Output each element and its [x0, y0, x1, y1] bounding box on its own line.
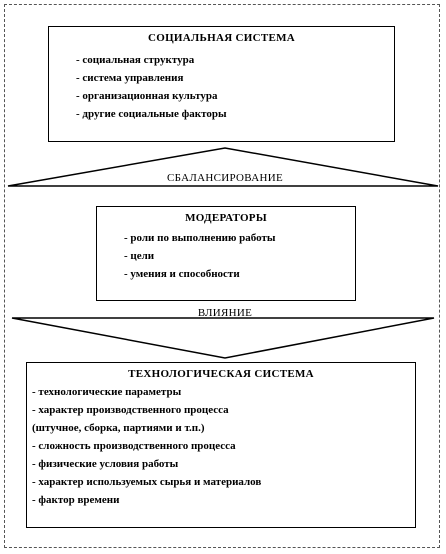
list-item: - сложность производственного процесса — [32, 440, 236, 452]
moderators-items: - роли по выполнению работы - цели - умени… — [124, 229, 276, 283]
social-system-title: СОЦИАЛЬНАЯ СИСТЕМА — [147, 32, 296, 44]
technological-system-title: ТЕХНОЛОГИЧЕСКАЯ СИСТЕМА — [128, 368, 314, 380]
list-item: - система управления — [76, 72, 184, 84]
outer-frame — [4, 4, 440, 548]
social-system-items: - социальная структура - система управлен… — [76, 51, 227, 123]
technological-system-items: - технологические параметры - характер пр… — [32, 383, 261, 509]
list-item: - физические условия работы — [32, 458, 179, 470]
list-item: (штучное, сборка, партиями и т.п.) — [32, 422, 205, 434]
influence-arrow-down — [11, 317, 435, 359]
list-item: - характер используемых сырья и материал… — [32, 476, 262, 488]
list-item: - технологические параметры — [32, 386, 182, 398]
list-item: - социальная структура — [76, 54, 195, 66]
list-item: - характер производственного процесса — [32, 404, 229, 416]
moderators-title: МОДЕРАТОРЫ — [185, 212, 267, 224]
list-item: - цели — [124, 250, 155, 262]
social-system-box: СОЦИАЛЬНАЯ СИСТЕМА - социальная структур… — [48, 26, 395, 142]
balancing-label: СБАЛАНСИРОВАНИЕ — [167, 172, 283, 184]
influence-label: ВЛИЯНИЕ — [197, 307, 253, 319]
list-item: - роли по выполнению работы — [124, 232, 276, 244]
moderators-box: МОДЕРАТОРЫ - роли по выполнению работы- … — [96, 206, 356, 301]
list-item: - фактор времени — [32, 494, 120, 506]
list-item: - другие социальные факторы — [76, 108, 227, 120]
list-item: - организационная культура — [76, 90, 218, 102]
technological-system-box: ТЕХНОЛОГИЧЕСКАЯ СИСТЕМА - технологически… — [26, 362, 416, 528]
list-item: - умения и способности — [124, 268, 240, 280]
balancing-arrow-up — [7, 147, 439, 187]
